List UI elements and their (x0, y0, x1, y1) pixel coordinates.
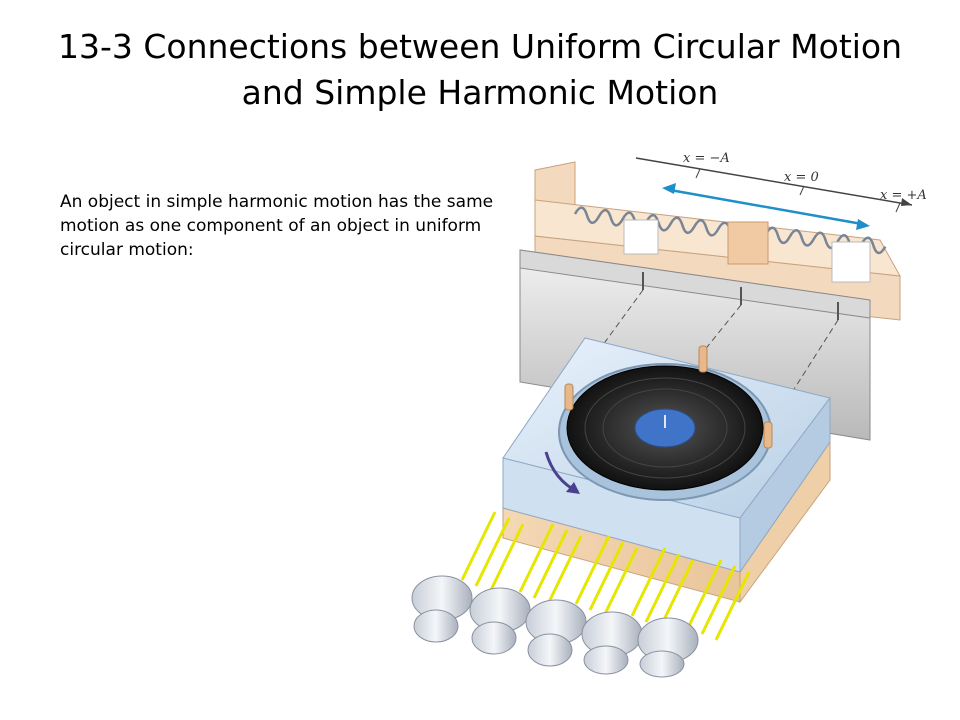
shm-circular-motion-figure: x = −A x = 0 x = +A (411, 151, 927, 678)
title-line-1: 13-3 Connections between Uniform Circula… (57, 27, 903, 66)
label-x-neg-a: x = −A (683, 151, 730, 166)
body-text: An object in simple harmonic motion has … (60, 192, 494, 260)
light-rays (460, 511, 751, 641)
position-axis: x = −A x = 0 x = +A (635, 151, 927, 213)
label-x-pos-a: x = +A (880, 188, 927, 203)
lamps (411, 575, 699, 678)
slide-title: 13-3 Connections between Uniform Circula… (0, 24, 960, 116)
title-line-2: and Simple Harmonic Motion (241, 73, 719, 112)
label-x-zero: x = 0 (784, 170, 819, 185)
turntable (502, 337, 831, 604)
